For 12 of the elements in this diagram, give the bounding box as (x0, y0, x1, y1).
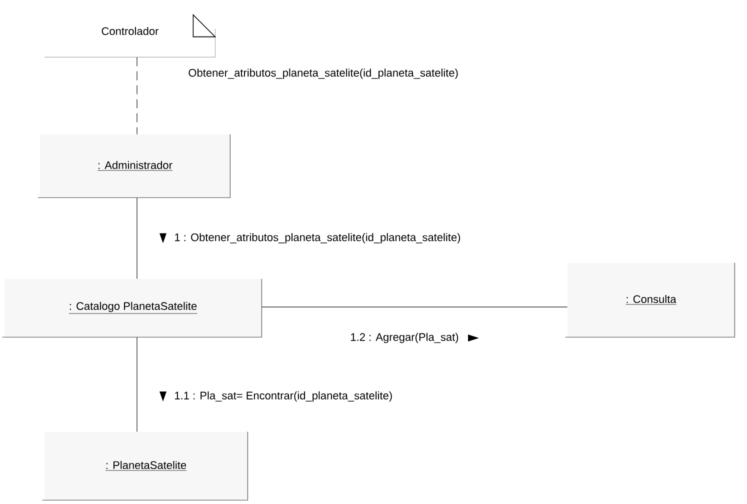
edge-label: Obtener_atributos_planeta_satelite(id_planeta_satelite) (187, 68, 460, 80)
connector-line (261, 306, 568, 308)
object-box: : Consulta (564, 262, 736, 338)
object-box: : Administrador (37, 134, 231, 198)
edge-label: 1.2 : Agregar(Pla_sat) (349, 332, 460, 344)
edge-label: 1.1 : Pla_sat= Encontrar(id_planeta_satelite) (173, 390, 394, 403)
connector-line (136, 197, 138, 280)
edge-label: 1 : Obtener_atributos_planeta_satelite(id_planeta_satelite) (173, 232, 462, 244)
connector-line (136, 336, 138, 432)
object-box: : Catalogo PlanetaSatelite (2, 278, 262, 338)
object-box: : PlanetaSatelite (42, 431, 248, 501)
connector-line (136, 56, 138, 135)
